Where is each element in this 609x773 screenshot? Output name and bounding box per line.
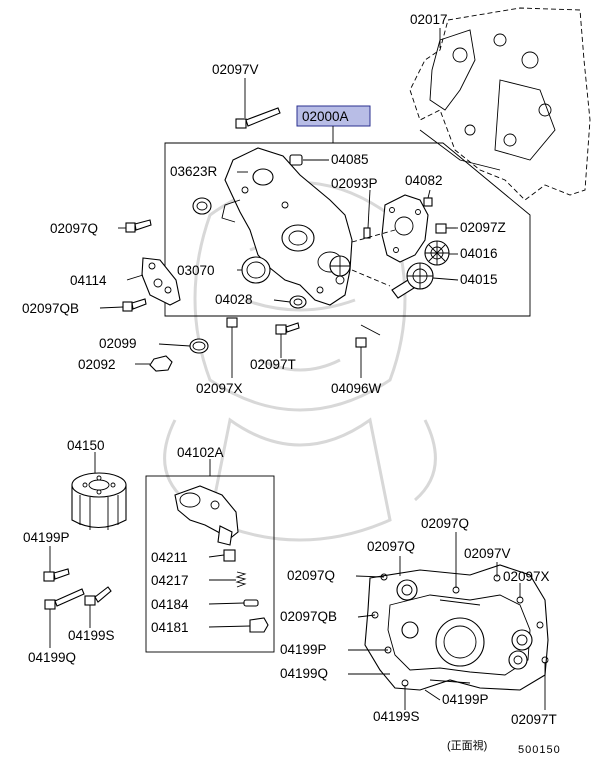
relief-plug-04211[interactable]: [223, 549, 236, 562]
callout-03070[interactable]: 03070: [177, 263, 215, 278]
gasket-04114[interactable]: [141, 257, 181, 306]
gear-shaft-04015[interactable]: [391, 262, 434, 299]
callout-04181[interactable]: 04181: [151, 620, 189, 635]
bolt-04199s[interactable]: [84, 586, 112, 606]
oil-pump-case[interactable]: [221, 147, 353, 306]
pin-02093p[interactable]: [363, 227, 371, 239]
callout-02097t[interactable]: 02097T: [250, 357, 296, 372]
bolt-02097v[interactable]: [235, 107, 281, 129]
callout-04150[interactable]: 04150: [67, 438, 105, 453]
callout-02097q[interactable]: 02097Q: [367, 539, 415, 554]
plug-02092[interactable]: [149, 355, 173, 372]
callout-04199q[interactable]: 04199Q: [280, 666, 328, 681]
cylinder-block-outline: [409, 7, 591, 201]
oil-seal-03070[interactable]: [241, 256, 271, 284]
callout-02099[interactable]: 02099: [99, 336, 137, 351]
callout-04184[interactable]: 04184: [151, 597, 189, 612]
inner-gear: [329, 255, 351, 277]
callout-04199s[interactable]: 04199S: [68, 628, 115, 643]
callout-02092[interactable]: 02092: [78, 357, 116, 372]
callout-04028[interactable]: 04028: [215, 292, 253, 307]
leader-lines-bottom: [348, 532, 546, 710]
bolt-02097qb[interactable]: [122, 298, 147, 312]
bolt-04199q[interactable]: [44, 588, 85, 610]
leader-lines-top: [99, 28, 459, 365]
callout-02097q[interactable]: 02097Q: [287, 568, 335, 583]
bolt-02097q[interactable]: [125, 219, 152, 233]
leader-lines-left-bolts: [49, 546, 91, 648]
callout-02097v[interactable]: 02097V: [464, 546, 511, 561]
callout-02097qb[interactable]: 02097QB: [22, 301, 79, 316]
callout-04199p[interactable]: 04199P: [442, 692, 489, 707]
callout-04199p[interactable]: 04199P: [23, 530, 70, 545]
callout-04096w[interactable]: 04096W: [331, 381, 382, 396]
callout-02097z[interactable]: 02097Z: [460, 220, 506, 235]
oil-filter-04150[interactable]: [71, 472, 127, 530]
bolt-04199p[interactable]: [43, 568, 70, 582]
oil-filter-bracket-04102a[interactable]: [174, 485, 239, 546]
o-ring-04028[interactable]: [289, 295, 307, 309]
bolt-04096w[interactable]: [355, 337, 367, 378]
callout-04199q[interactable]: 04199Q: [28, 650, 76, 665]
leader-lines-bracket: [208, 554, 251, 628]
callout-04102a[interactable]: 04102A: [177, 445, 224, 460]
assembly-highlight-box[interactable]: [296, 105, 371, 127]
callout-04082[interactable]: 04082: [405, 173, 443, 188]
o-ring-02099[interactable]: [189, 338, 209, 354]
callout-03623r[interactable]: 03623R: [170, 164, 218, 179]
callout-04085[interactable]: 04085: [331, 152, 369, 167]
callout-04211[interactable]: 04211: [151, 550, 188, 565]
callout-02097x[interactable]: 02097X: [503, 569, 550, 584]
relief-spring-04217[interactable]: [235, 571, 247, 588]
view-label: (正面視): [447, 738, 487, 752]
callout-02097t[interactable]: 02097T: [511, 712, 557, 727]
callout-02000a[interactable]: 02000A: [302, 109, 349, 124]
gear-04016[interactable]: [424, 240, 450, 266]
oil-pump-cover[interactable]: [381, 194, 429, 263]
diagram-number: 500150: [518, 744, 561, 756]
callout-02017[interactable]: 02017: [410, 12, 448, 27]
callout-02097q[interactable]: 02097Q: [421, 516, 469, 531]
callout-04016[interactable]: 04016: [460, 246, 498, 261]
callout-02097x[interactable]: 02097X: [196, 381, 243, 396]
bolt-04082[interactable]: [423, 197, 433, 207]
bolt-02097t[interactable]: [275, 322, 300, 335]
bolt-02097z[interactable]: [435, 223, 456, 234]
oil-filter-bracket-frame: [145, 459, 275, 653]
bolt-02097x[interactable]: [226, 317, 238, 378]
oil-seal-03623r[interactable]: [192, 197, 212, 215]
callout-04217[interactable]: 04217: [151, 573, 189, 588]
callout-02097qb[interactable]: 02097QB: [280, 609, 337, 624]
plug-04181[interactable]: [249, 617, 269, 633]
engine-front-view: [364, 564, 549, 691]
relief-valve-04184[interactable]: [243, 599, 259, 607]
callout-02097v[interactable]: 02097V: [212, 62, 259, 77]
callout-04199p[interactable]: 04199P: [280, 642, 327, 657]
callout-04015[interactable]: 04015: [460, 272, 498, 287]
oil-pump-assembly-frame: [164, 142, 531, 317]
callout-02097q[interactable]: 02097Q: [50, 221, 98, 236]
plug-04085[interactable]: [289, 154, 303, 166]
callout-labels: 02017 02097V 02000A 03623R 04085 02093P …: [22, 12, 557, 727]
callout-02093p[interactable]: 02093P: [331, 176, 378, 191]
callout-04114[interactable]: 04114: [70, 273, 107, 288]
callout-04199s[interactable]: 04199S: [373, 709, 420, 724]
